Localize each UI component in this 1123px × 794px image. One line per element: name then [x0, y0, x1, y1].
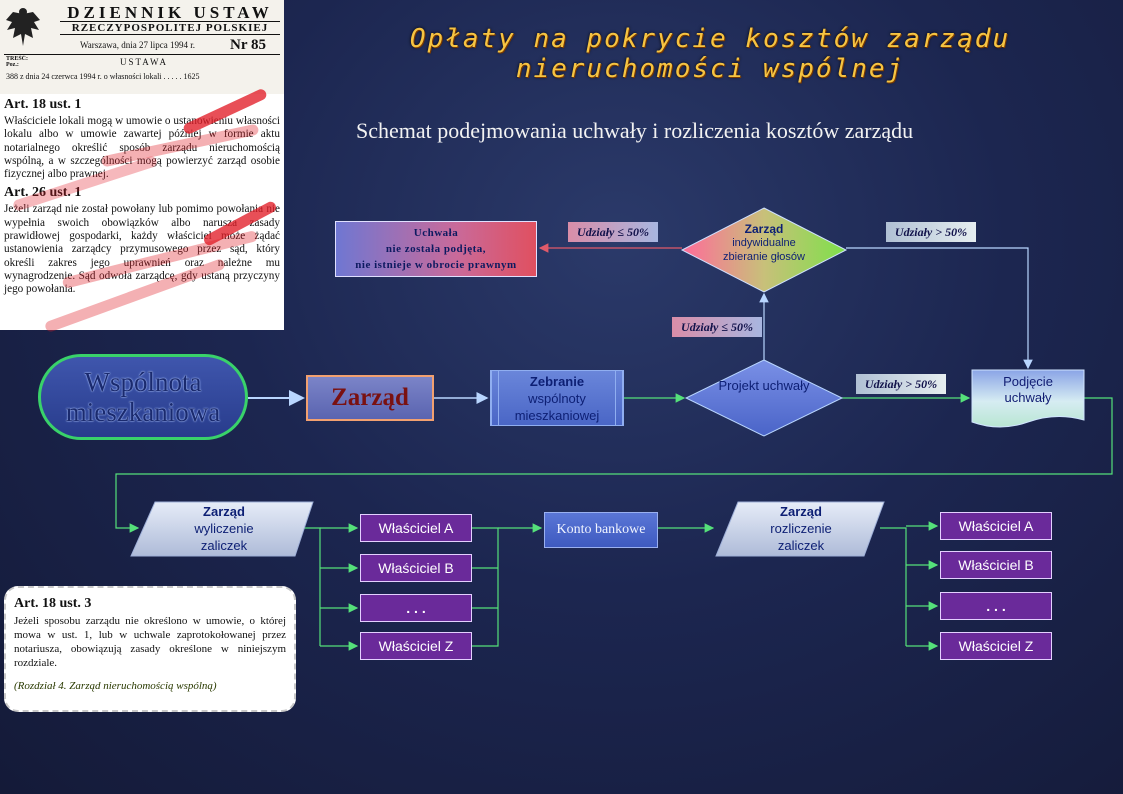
- art18-3-reference: (Rozdział 4. Zarząd nieruchomością wspól…: [14, 680, 217, 692]
- niepodjeta-line3: nie istnieje w obrocie prawnym: [355, 259, 517, 271]
- node-projekt-label: Projekt uchwały: [718, 378, 810, 393]
- gazette-tresc: TREŚĆ:: [6, 56, 29, 62]
- art26-text: Jeżeli zarząd nie został powołany lub po…: [4, 203, 280, 296]
- node-zarzad-ind-label: Zarząd indywidualne zbieranie głosów: [712, 222, 816, 264]
- node-zebranie: Zebranie wspólnoty mieszkaniowej: [490, 370, 624, 426]
- art18-3-text: Jeżeli sposobu zarządu nie określono w u…: [14, 615, 286, 669]
- wyliczenie-line2: wyliczenie zaliczek: [194, 521, 254, 553]
- owner-right-b: Właściciel B: [940, 551, 1052, 579]
- shape-wyliczenie: [130, 501, 314, 557]
- gazette-entry: 388 z dnia 24 czerwca 1994 r. o własnośc…: [6, 72, 200, 81]
- gazette-ustawa: USTAWA: [120, 57, 169, 67]
- zarzad-ind-line1: Zarząd: [744, 222, 784, 236]
- owner-right-a: Właściciel A: [940, 512, 1052, 540]
- art18-heading: Art. 18 ust. 1: [4, 97, 82, 112]
- shape-podjecie-document: [971, 369, 1085, 428]
- gazette-date: Warszawa, dnia 27 lipca 1994 r.: [80, 40, 195, 50]
- zarzad-ind-line2: indywidualne zbieranie głosów: [723, 237, 805, 263]
- zebranie-line2: wspólnoty mieszkaniowej: [514, 390, 600, 423]
- connector-podjecie-wyliczenie: [115, 397, 1113, 533]
- label-udzialy-le50-mid: Udziały ≤ 50%: [672, 317, 762, 337]
- wyliczenie-line1: Zarząd: [203, 504, 245, 519]
- connector-wyliczenie-owners: [300, 527, 321, 646]
- gazette-rule: [4, 54, 280, 55]
- connector-rozliczenie-owners: [880, 527, 907, 646]
- slide-title: Opłaty na pokrycie kosztów zarządu nieru…: [409, 24, 1011, 84]
- owner-left-a: Właściciel A: [360, 514, 472, 542]
- slide-subtitle: Schemat podejmowania uchwały i rozliczen…: [356, 118, 914, 143]
- owner-left-z: Właściciel Z: [360, 632, 472, 660]
- gazette-subtitle: RZECZYPOSPOLITEJ POLSKIEJ: [60, 21, 280, 35]
- art18-3-box: Art. 18 ust. 3 Jeżeli sposobu zarządu ni…: [4, 586, 296, 712]
- node-uchwala-niepodjeta: Uchwała nie została podjęta, nie istniej…: [335, 221, 537, 277]
- node-konto-bankowe: Konto bankowe: [544, 512, 658, 548]
- shape-projekt-uchwaly: [684, 359, 844, 437]
- articles-panel: Art. 18 ust. 1 Właściciele lokali mogą w…: [0, 87, 284, 334]
- connector-owners-konto: [472, 527, 499, 647]
- process-bar-right: [615, 371, 623, 425]
- owner-left-dots: . . .: [360, 594, 472, 622]
- shape-zarzad-indywidualne: [680, 207, 848, 293]
- gazette-header: DZIENNIK USTAW RZECZYPOSPOLITEJ POLSKIEJ…: [0, 0, 284, 94]
- shape-rozliczenie: [715, 501, 885, 557]
- node-zarzad: Zarząd: [306, 375, 434, 421]
- gazette-title: DZIENNIK USTAW: [67, 3, 273, 22]
- label-udzialy-gt50-mid: Udziały > 50%: [856, 374, 946, 394]
- rozliczenie-line1: Zarząd: [780, 504, 822, 519]
- node-podjecie-label: Podjęcie uchwały: [1003, 374, 1053, 405]
- label-udzialy-gt50-top: Udziały > 50%: [886, 222, 976, 242]
- gazette-number: Nr 85: [230, 37, 266, 53]
- niepodjeta-line2: nie została podjęta,: [385, 243, 487, 255]
- gazette-poz: Poz.:: [6, 62, 19, 68]
- process-bar-left: [491, 371, 499, 425]
- owner-left-b: Właściciel B: [360, 554, 472, 582]
- connector-zarzad-ind-podjecie: [846, 247, 1033, 370]
- art18-3-heading: Art. 18 ust. 3: [14, 596, 92, 611]
- eagle-emblem-icon: [6, 8, 40, 46]
- owner-right-z: Właściciel Z: [940, 632, 1052, 660]
- label-udzialy-le50-top: Udziały ≤ 50%: [568, 222, 658, 242]
- node-wspolnota: Wspólnota mieszkaniowa: [38, 354, 248, 440]
- art26-heading: Art. 26 ust. 1: [4, 185, 82, 201]
- owner-right-dots: . . .: [940, 592, 1052, 620]
- gazette-contents-label: TREŚĆ: Poz.:: [6, 56, 28, 68]
- niepodjeta-line1: Uchwała: [413, 227, 459, 239]
- zebranie-line1: Zebranie: [529, 373, 585, 389]
- rozliczenie-line2: rozliczenie zaliczek: [770, 521, 832, 553]
- node-wyliczenie-label: Zarząd wyliczenie zaliczek: [156, 503, 292, 554]
- node-rozliczenie-label: Zarząd rozliczenie zaliczek: [736, 503, 866, 554]
